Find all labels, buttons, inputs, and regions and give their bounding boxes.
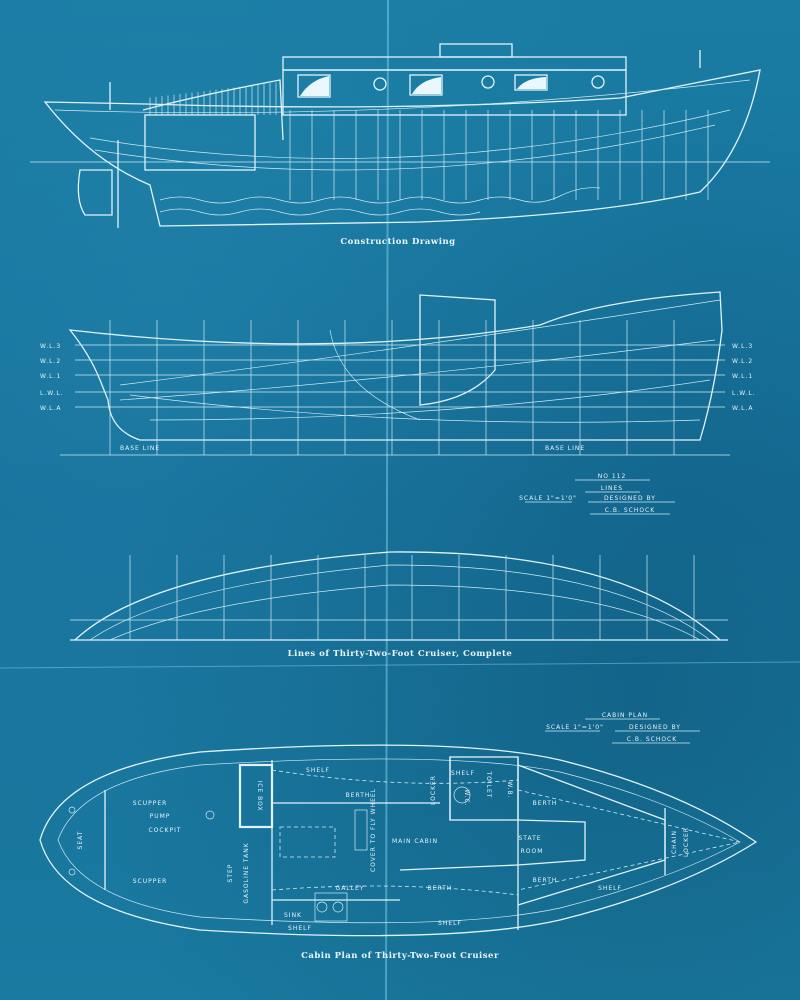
baseline-label: Base Line bbox=[120, 445, 160, 452]
waterline-label: W.L.3 bbox=[40, 343, 61, 350]
room-label-berth-fwd-top: Berth bbox=[533, 800, 558, 807]
lines-title-block: No 112 Lines Scale 1"=1'0" Designed By C… bbox=[519, 473, 675, 515]
waterline-label: W.L.A bbox=[40, 405, 62, 412]
room-label-cockpit: Cockpit bbox=[148, 827, 181, 834]
room-label-shelf-fwd-top: Shelf bbox=[451, 770, 475, 777]
construction-drawing: Construction Drawing bbox=[30, 43, 770, 247]
waterline-label: W.L.3 bbox=[732, 343, 753, 350]
waterline-label: W.L.1 bbox=[40, 373, 61, 380]
room-label-main-cabin: Main Cabin bbox=[392, 838, 438, 845]
waterline-label: W.L.A bbox=[732, 405, 754, 412]
room-label-ice-box: Ice Box bbox=[256, 780, 263, 811]
room-label-chain-locker: Locker bbox=[683, 827, 690, 857]
cabin-title-block: Cabin Plan Scale 1"=1'0" Designed By C.B… bbox=[545, 712, 700, 744]
svg-text:Scale 1"=1'0": Scale 1"=1'0" bbox=[546, 724, 604, 731]
svg-text:C.B. Schock: C.B. Schock bbox=[627, 736, 677, 743]
room-label-shelf-bottom: Shelf bbox=[288, 925, 312, 932]
room-label-shelf-top: Shelf bbox=[306, 767, 330, 774]
svg-text:No 112: No 112 bbox=[598, 473, 627, 480]
cabin-plan-caption: Cabin Plan of Thirty-Two-Foot Cruiser bbox=[301, 951, 499, 961]
cabin-plan: SeatScupperPumpCockpitScupperIce BoxStep… bbox=[39, 712, 758, 961]
room-label-scupper-top: Scupper bbox=[133, 800, 168, 807]
room-label-room: Room bbox=[521, 848, 544, 855]
svg-text:Scale 1"=1'0": Scale 1"=1'0" bbox=[519, 495, 577, 502]
svg-text:Designed By: Designed By bbox=[629, 724, 681, 731]
room-label-berth-top: Berth bbox=[346, 792, 371, 799]
svg-text:C.B. Schock: C.B. Schock bbox=[605, 507, 655, 514]
lines-profile: W.L.3 W.L.3W.L.2 W.L.2W.L.1 W.L.1L.W.L. L.W.… bbox=[40, 291, 756, 515]
waterline-label: W.L.1 bbox=[732, 373, 753, 380]
room-label-state-room: State bbox=[518, 835, 541, 842]
room-label-sink: Sink bbox=[284, 912, 302, 919]
room-label-gasoline-tank: Gasoline Tank bbox=[243, 842, 250, 903]
room-label-pump: Pump bbox=[150, 813, 171, 820]
waterline-label: W.L.2 bbox=[40, 358, 61, 365]
room-label-wb: W.B. bbox=[506, 781, 513, 798]
lines-half-breadth: Lines of Thirty-Two-Foot Cruiser, Comple… bbox=[70, 551, 728, 659]
waterline-label: L.W.L. bbox=[732, 390, 756, 397]
room-label-step: Step bbox=[227, 864, 234, 883]
room-label-scupper-bottom: Scupper bbox=[133, 878, 168, 885]
svg-text:Designed By: Designed By bbox=[604, 495, 656, 502]
room-label-seat: Seat bbox=[77, 831, 84, 850]
room-label-chain: Chain bbox=[671, 830, 678, 854]
room-label-galley: Galley bbox=[336, 885, 365, 892]
room-label-locker: Locker bbox=[430, 775, 437, 805]
room-label-cover-fly-wheel: Cover to Fly Wheel bbox=[370, 788, 377, 872]
fold-line bbox=[0, 661, 800, 669]
room-label-shelf-fwd-bottom: Shelf bbox=[598, 885, 622, 892]
waterline-label: L.W.L. bbox=[40, 390, 64, 397]
room-label-berth-fwd-bottom: Berth bbox=[533, 877, 558, 884]
room-label-berth-bottom: Berth bbox=[428, 885, 453, 892]
svg-text:Lines: Lines bbox=[601, 485, 623, 492]
room-label-shelf-mid-bottom: Shelf bbox=[438, 920, 462, 927]
room-label-toilet: Toilet bbox=[485, 771, 492, 799]
construction-caption: Construction Drawing bbox=[340, 237, 455, 247]
room-label-wc: W.C. bbox=[463, 789, 470, 806]
svg-text:Cabin Plan: Cabin Plan bbox=[602, 712, 648, 719]
fold-line bbox=[385, 0, 389, 1000]
lines-caption: Lines of Thirty-Two-Foot Cruiser, Comple… bbox=[288, 649, 513, 659]
waterline-label: W.L.2 bbox=[732, 358, 753, 365]
baseline-label: Base Line bbox=[545, 445, 585, 452]
